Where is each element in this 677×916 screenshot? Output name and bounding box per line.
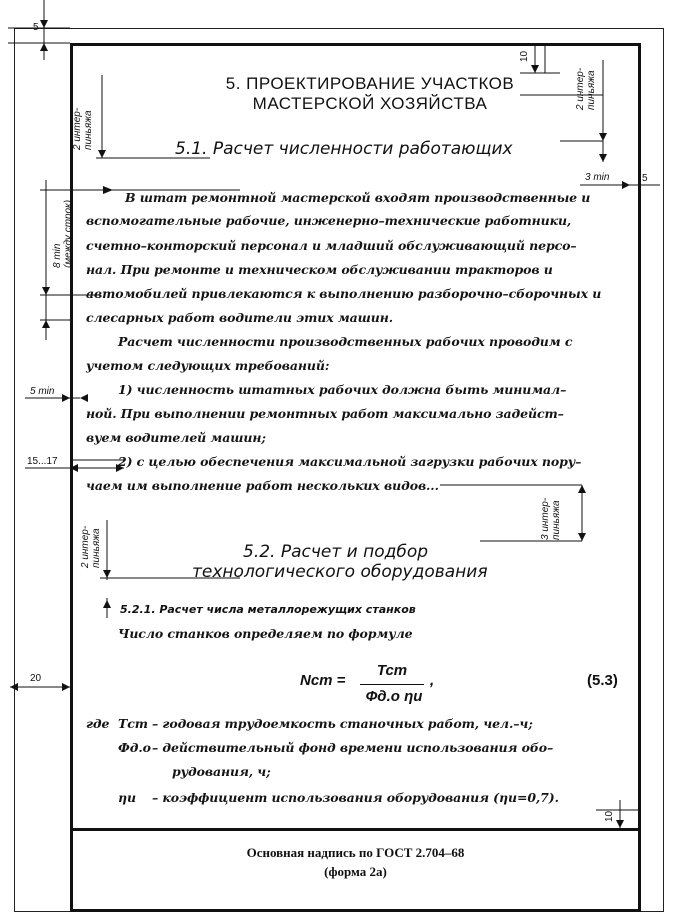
dim-top-10: 10 [519,50,530,62]
text-line: автомобилей привлекаются к выполнению ра… [86,286,602,301]
where-text: – коэффициент использования оборудования… [152,790,559,805]
dim-5-min: 5 min [30,386,55,397]
where-prefix: где [86,716,110,731]
text-line: 2) с целью обеспечения максимальной загр… [118,454,582,469]
where-symbol: Фд.о [118,740,151,755]
title-block-line-1: Основная надпись по ГОСТ 2.704–68 [246,845,465,860]
subsection-title-5-2-1: 5.2.1. Расчет числа металлорежущих станк… [120,603,416,616]
text-line: чаем им выполнение работ нескольких видо… [86,478,439,493]
inner-frame [70,43,641,912]
where-text: – годовая трудоемкость станочных работ, … [152,716,533,731]
where-text: – действительный фонд времени использова… [152,740,554,755]
text-line: Расчет численности производственных рабо… [118,334,573,349]
subsection-title-5-2-line-2: технологического оборудования [192,562,488,582]
dim-3-min: 3 min [585,172,610,183]
dim-left-20: 20 [30,673,42,684]
subsection-title-5-2-line-1: 5.2. Расчет и подбор [243,542,429,562]
text-line: счетно–конторский персонал и младший обс… [86,238,577,253]
formula-lhs: Nст = [300,672,346,689]
fraction-bar [360,684,424,685]
dim-bottom-10: 10 [604,810,615,822]
text-line: вуем водителей машин; [86,430,266,445]
dim-15-17: 15...17 [27,456,58,467]
where-text: рудования, ч; [172,764,271,779]
formula-tail: , [430,672,435,689]
title-block-divider [70,828,641,831]
text-line: учетом следующих требований: [86,358,330,373]
text-line: 1) численность штатных рабочих должна бы… [118,382,567,397]
dim-interval-right-3: 3 интер- пиньяжа [540,497,562,540]
where-symbol: Тст [118,716,148,731]
dim-rows-8-min: 8 min (между строк) [52,199,74,268]
text-line: ной. При выполнении ремонтных работ макс… [86,406,564,421]
text-line: вспомогательные рабочие, инженерно–техни… [86,213,572,228]
dim-right-5: 5 [642,173,648,184]
formula-denominator: Фд.о ηи [365,688,423,705]
dim-interval-left-2: 2 интер- пиньяжа [80,525,102,568]
text-line: Число станков определяем по формуле [118,626,413,641]
title-block-line-2: (форма 2а) [324,864,387,879]
text-line: В штат ремонтной мастерской входят произ… [125,190,591,205]
section-title-line-2: МАСТЕРСКОЙ ХОЗЯЙСТВА [252,94,488,113]
subsection-title-5-1: 5.1. Расчет численности работающих [175,139,513,159]
text-line: нал. При ремонте и техническом обслужива… [86,262,553,277]
text-line: слесарных работ водители этих машин. [86,310,394,325]
section-title-line-1: 5. ПРОЕКТИРОВАНИЕ УЧАСТКОВ [225,74,515,93]
formula-numerator: Тст [376,662,408,679]
dim-interval-left-1: 2 интер- пиньяжа [72,107,94,150]
dim-top-5: 5 [33,22,39,33]
formula-number: (5.3) [587,672,618,689]
where-symbol: ηи [118,790,136,805]
